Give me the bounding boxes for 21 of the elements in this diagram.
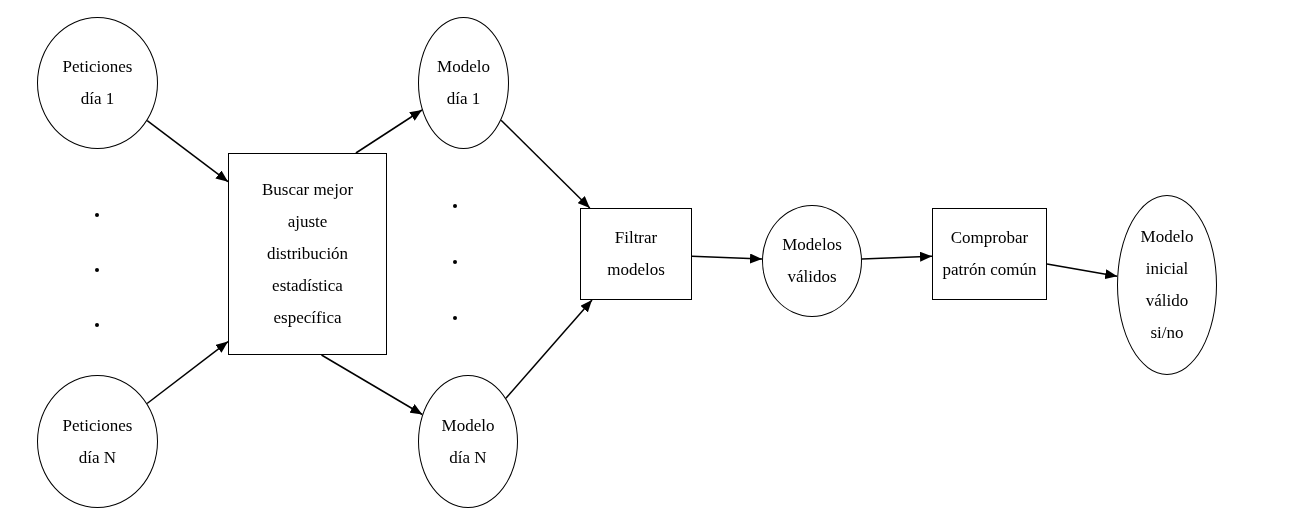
node-label: Modelo día 1	[436, 56, 491, 110]
arrow	[500, 119, 591, 209]
node-label: Buscar mejor ajuste distribución estadística específica	[260, 179, 355, 329]
node-label: Modelo inicial válido si/no	[1139, 226, 1195, 344]
process-box	[228, 153, 387, 355]
process-box	[580, 208, 692, 300]
node-label: Modelo día N	[440, 414, 496, 469]
node-label: Modelos válidos	[781, 234, 843, 288]
arrow	[691, 253, 763, 264]
arrow	[505, 299, 593, 399]
arrow	[861, 251, 933, 262]
node-label: Comprobar patrón común	[941, 227, 1038, 281]
node-label: Filtrar modelos	[606, 227, 666, 281]
arrow	[146, 340, 229, 405]
node-label: Peticiones día 1	[61, 56, 134, 110]
process-box	[932, 208, 1047, 300]
node-label: Peticiones día N	[61, 414, 134, 469]
arrow	[320, 354, 424, 416]
arrow	[1046, 263, 1118, 280]
arrow	[355, 109, 423, 154]
arrow	[146, 119, 229, 183]
